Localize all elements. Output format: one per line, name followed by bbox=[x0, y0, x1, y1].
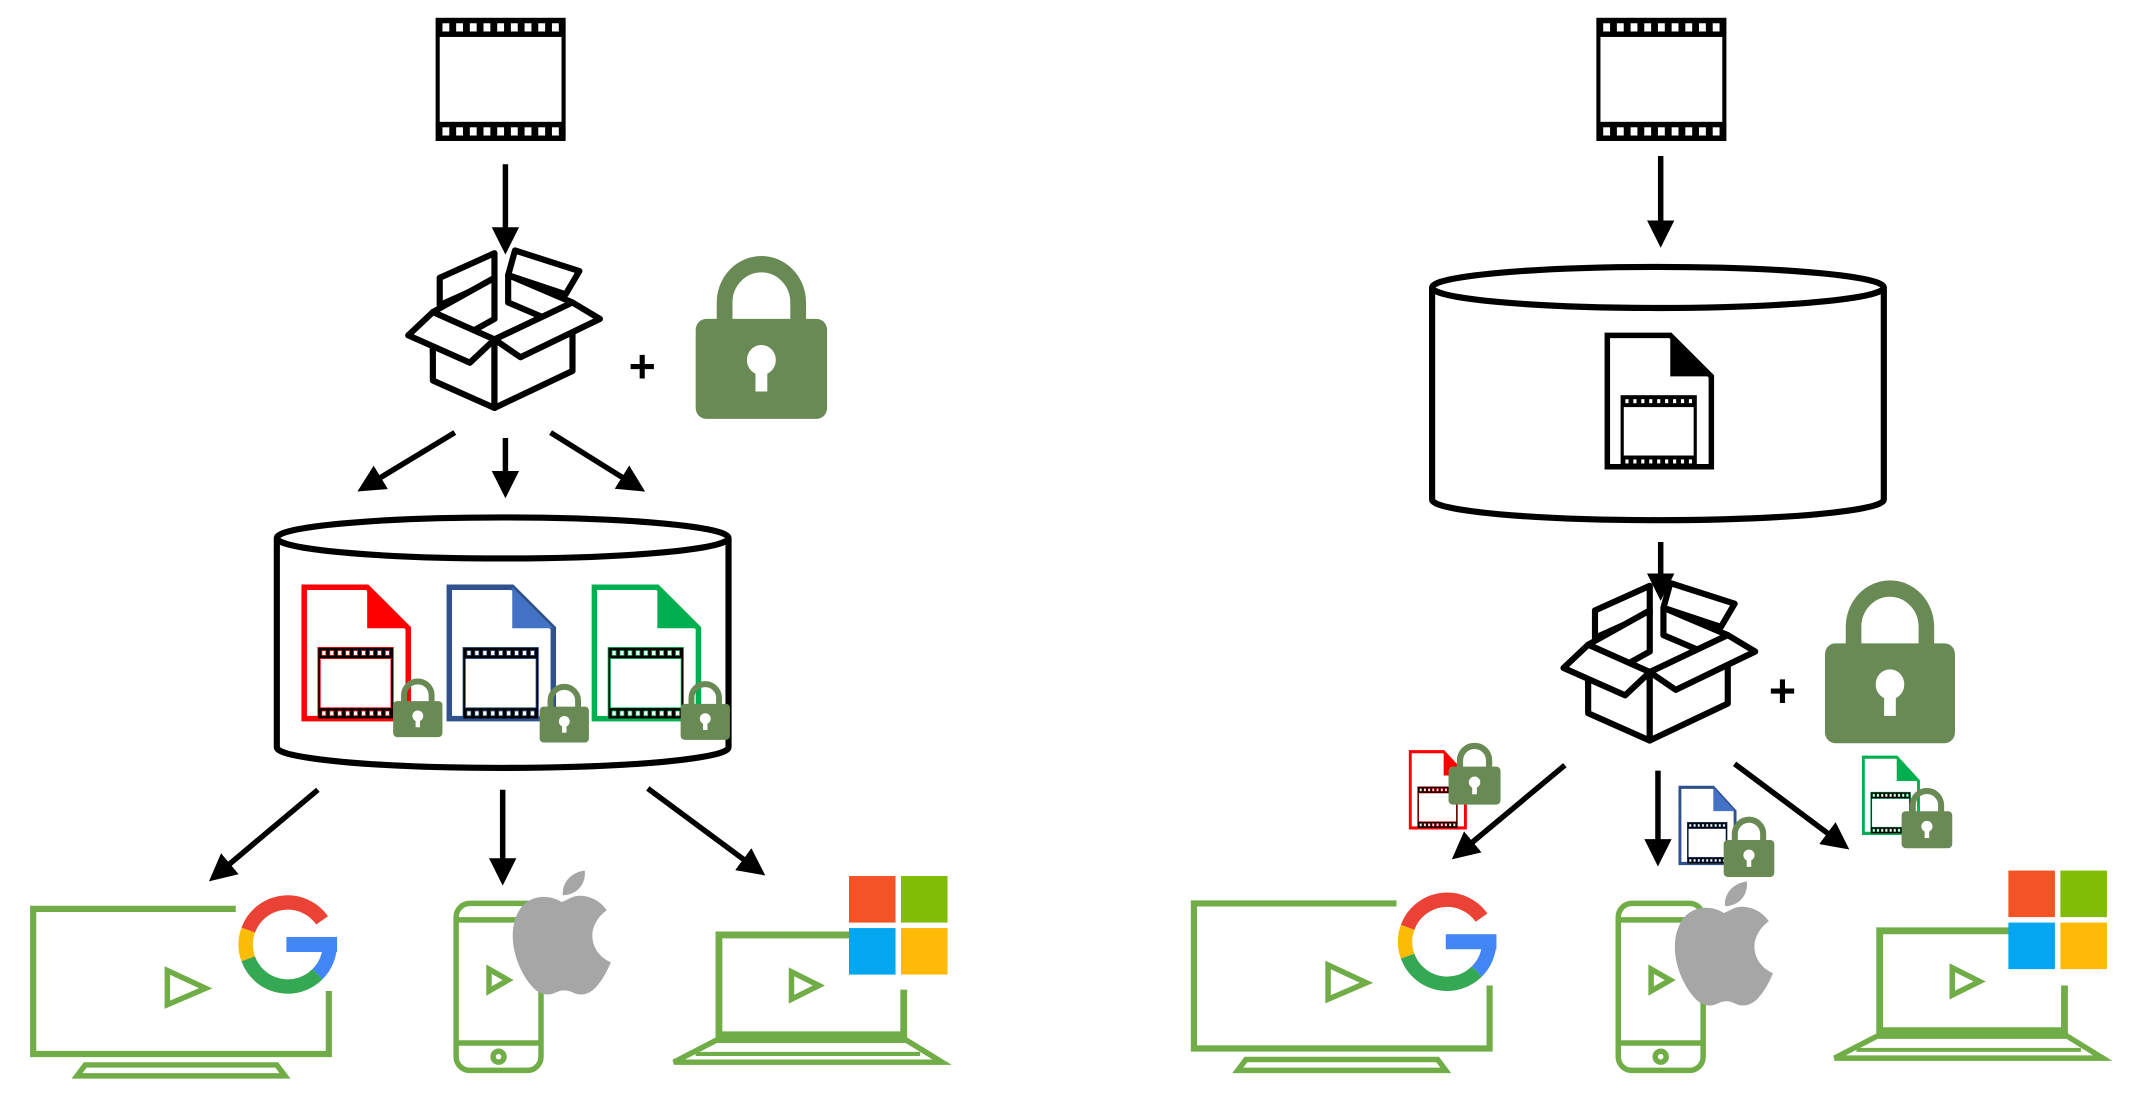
arrow-storage-to-laptop bbox=[646, 786, 766, 876]
padlock-icon-small bbox=[1449, 746, 1501, 805]
google-logo-icon bbox=[243, 899, 337, 989]
arrow-box-to-storage-right bbox=[549, 430, 646, 492]
windows-logo-icon bbox=[848, 876, 948, 975]
arrow-box-to-tv bbox=[1451, 763, 1567, 860]
arrow-box-to-storage-left bbox=[357, 430, 457, 492]
right-workflow: + bbox=[1194, 17, 2107, 1071]
arrow-storage-to-tv bbox=[208, 787, 320, 882]
padlock-icon bbox=[1825, 589, 1955, 744]
arrow-box-to-laptop bbox=[1732, 761, 1850, 850]
film-strip-icon bbox=[435, 17, 566, 141]
plus-sign: + bbox=[1769, 664, 1796, 716]
left-workflow: + bbox=[33, 17, 948, 1076]
open-box-icon bbox=[408, 250, 600, 407]
google-logo-icon bbox=[1402, 897, 1496, 987]
open-box-icon bbox=[1564, 583, 1756, 740]
windows-logo-icon bbox=[2008, 870, 2107, 970]
apple-logo-icon bbox=[512, 870, 611, 995]
apple-logo-icon bbox=[1674, 881, 1773, 1006]
film-strip-icon bbox=[1596, 17, 1727, 141]
plus-sign: + bbox=[629, 340, 656, 392]
padlock-icon bbox=[696, 264, 827, 419]
